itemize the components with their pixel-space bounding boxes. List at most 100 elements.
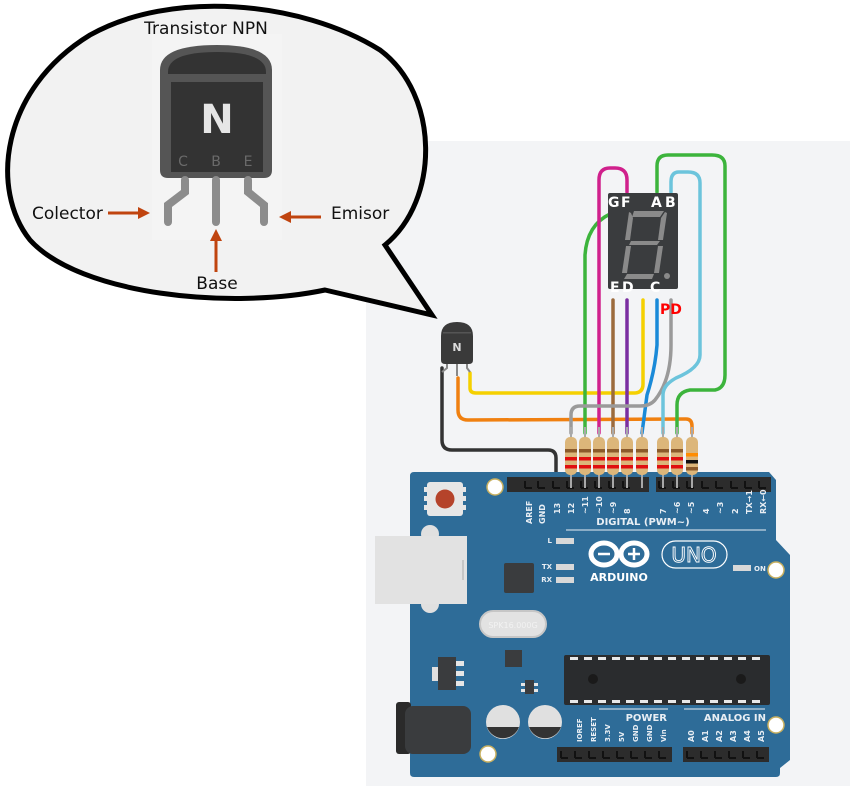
resistor[interactable] <box>621 427 633 488</box>
header-socket[interactable] <box>602 751 610 759</box>
analog-pin-label: A1 <box>701 730 710 742</box>
chip-pin <box>696 657 704 660</box>
display-label-f: F <box>621 195 631 211</box>
digital-pin-label: ~3 <box>716 502 725 514</box>
analog-pin-label: A4 <box>743 730 752 742</box>
transistor-small[interactable]: N <box>441 322 473 376</box>
resistor-band <box>579 457 591 461</box>
digital-pin-label: TX→1 <box>745 490 754 514</box>
chip-pin <box>626 657 634 660</box>
header-socket[interactable] <box>758 481 766 489</box>
header-socket[interactable] <box>701 481 709 489</box>
arduino-brand: ARDUINO <box>590 571 648 584</box>
header-socket[interactable] <box>742 751 750 759</box>
capacitor <box>486 705 520 739</box>
capacitor <box>528 705 562 739</box>
chip-pin <box>724 700 732 703</box>
header-socket[interactable] <box>730 481 738 489</box>
chip-pin <box>668 657 676 660</box>
power-pin-label: 5V <box>618 731 626 742</box>
arduino-uno-board[interactable]: SPK16.000G <box>375 472 790 777</box>
resistor[interactable] <box>579 427 591 488</box>
digital-header-right <box>656 477 771 492</box>
chip-pin <box>598 700 606 703</box>
digital-pin-label: ~10 <box>595 496 604 514</box>
emitter-label: Emisor <box>331 204 389 224</box>
header-socket[interactable] <box>644 751 652 759</box>
display-label-e: E <box>610 280 620 296</box>
led-tx <box>556 564 574 570</box>
resistor[interactable] <box>565 427 577 488</box>
header-socket[interactable] <box>686 751 694 759</box>
header-socket[interactable] <box>537 481 545 489</box>
power-pin-label: Vin <box>660 729 668 742</box>
resistor[interactable] <box>593 427 605 488</box>
resistor-band <box>671 465 683 469</box>
wire-green-g <box>583 212 612 435</box>
header-socket[interactable] <box>524 481 532 489</box>
resistor-band <box>579 449 591 453</box>
resistor-band <box>671 449 683 453</box>
header-socket[interactable] <box>574 751 582 759</box>
header-socket[interactable] <box>714 751 722 759</box>
resistor-band <box>607 449 619 453</box>
resistor-band <box>607 457 619 461</box>
seven-segment-display[interactable]: G F A B E D C <box>608 193 678 296</box>
base-label: Base <box>196 274 237 294</box>
header-socket[interactable] <box>588 751 596 759</box>
header-socket[interactable] <box>630 751 638 759</box>
led-label-l: L <box>548 537 553 545</box>
led-label-rx: RX <box>541 576 552 584</box>
digital-pin-label: 4 <box>702 508 711 514</box>
chip-pin <box>654 700 662 703</box>
usb-chip <box>504 563 534 593</box>
digital-pin-label: 13 <box>553 503 562 514</box>
header-socket[interactable] <box>616 751 624 759</box>
segment-e <box>622 246 631 273</box>
resistor[interactable] <box>671 427 683 488</box>
led-on <box>733 565 751 571</box>
segment-c <box>654 246 663 273</box>
resistor[interactable] <box>636 427 648 488</box>
wires <box>440 153 727 480</box>
chip-pin <box>710 700 718 703</box>
resistor[interactable] <box>686 427 698 488</box>
reset-button[interactable] <box>424 482 466 516</box>
chip-pin <box>682 700 690 703</box>
header-socket[interactable] <box>715 481 723 489</box>
header-socket[interactable] <box>700 751 708 759</box>
display-label-pd: PD <box>660 302 682 318</box>
led-l <box>556 538 574 544</box>
chip-pin <box>612 657 620 660</box>
header-socket[interactable] <box>756 751 764 759</box>
power-pin-label: 3.3V <box>604 724 612 742</box>
chip-pin <box>640 657 648 660</box>
chip-pin <box>584 700 592 703</box>
chip-pin <box>584 657 592 660</box>
resistor[interactable] <box>657 427 669 488</box>
emitter-leg <box>244 176 268 226</box>
chip-pin <box>668 700 676 703</box>
arduino-logo-icon <box>588 540 650 568</box>
collector-label: Colector <box>32 204 103 224</box>
segment-d <box>624 274 654 279</box>
resistor-band <box>593 449 605 453</box>
chip-pin <box>710 657 718 660</box>
crystal <box>479 610 547 638</box>
uno-label: UNO <box>671 543 716 567</box>
header-socket[interactable] <box>552 481 560 489</box>
header-socket[interactable] <box>658 751 666 759</box>
segment-dp <box>664 273 670 279</box>
analog-header-label: ANALOG IN <box>704 713 766 724</box>
resistor-band <box>607 465 619 469</box>
power-pin-label: GND <box>632 724 640 742</box>
header-socket[interactable] <box>560 751 568 759</box>
chip-pin <box>738 657 746 660</box>
transistor-large: N C B E <box>160 45 272 226</box>
resistor[interactable] <box>607 427 619 488</box>
display-label-a: A <box>651 195 662 211</box>
display-label-g: G <box>608 195 620 211</box>
header-socket[interactable] <box>728 751 736 759</box>
header-socket[interactable] <box>744 481 752 489</box>
